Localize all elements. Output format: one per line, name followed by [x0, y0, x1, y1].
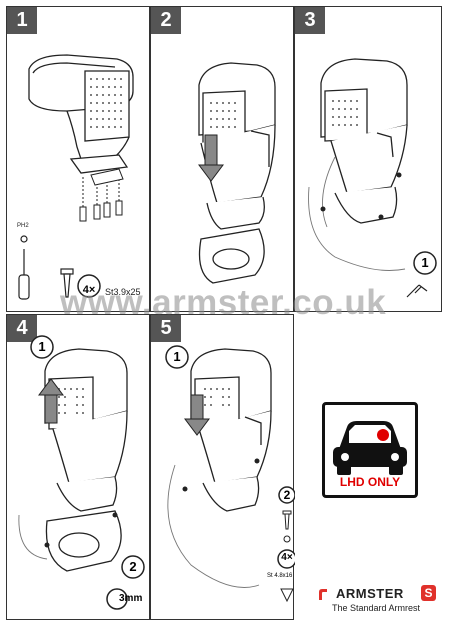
step-5-panel: 5 1 2 4× St — [150, 314, 295, 620]
gap-label: 3mm — [119, 593, 143, 604]
step-4-panel: 4 1 2 3mm — [6, 314, 150, 620]
screwdriver-small-icon — [406, 284, 428, 298]
down-arrow-icon — [184, 394, 210, 436]
screwdriver-icon — [18, 235, 30, 300]
step-1-panel: 1 — [6, 6, 150, 312]
armster-logo-icon — [319, 589, 327, 600]
exploded-screws — [79, 168, 124, 222]
driver-position-dot — [377, 429, 389, 441]
step-1-number: 1 — [7, 7, 37, 34]
step-3-number: 3 — [295, 7, 325, 34]
brand-tagline: The Standard Armrest — [332, 603, 421, 613]
step-4-callout-1: 1 — [38, 339, 46, 354]
step-5-callout-2: 2 — [283, 488, 291, 502]
website-watermark: www.armster.co.uk — [60, 283, 387, 322]
armrest-push-illustration — [198, 62, 276, 284]
down-arrow-icon — [198, 134, 224, 182]
step-3-callout: 1 — [421, 255, 429, 270]
lhd-only-badge: LHD ONLY — [322, 402, 418, 498]
tunnel-outline — [308, 156, 406, 271]
step-5-number: 5 — [151, 315, 181, 342]
armrest-exploded-illustration — [18, 54, 134, 300]
armrest-install-illustration — [308, 58, 437, 298]
armster-brand: ARMSTER S The Standard Armrest — [318, 585, 448, 616]
armrest-lift-illustration — [18, 335, 145, 610]
step-4-number: 4 — [7, 315, 37, 342]
screw-spec: St3.9x25 — [105, 287, 141, 297]
lhd-only-text: LHD ONLY — [339, 475, 401, 489]
brand-s-badge: S — [421, 585, 436, 601]
screw-count: 4× — [82, 284, 96, 296]
step-3-panel: 3 1 — [294, 6, 442, 312]
car-front-icon — [333, 421, 407, 475]
screw-icon — [60, 268, 74, 298]
screw-icon — [280, 510, 294, 603]
step-5-screw-spec: St 4.8x16 — [267, 573, 293, 579]
step-5-callout-1: 1 — [173, 349, 181, 364]
step-2-panel: 2 — [150, 6, 294, 312]
pad-dots — [90, 78, 122, 128]
step-5-screw-count: 4× — [281, 552, 293, 563]
step-2-number: 2 — [151, 7, 181, 34]
up-arrow-icon — [38, 378, 64, 424]
brand-name: ARMSTER — [336, 586, 404, 601]
armrest-lower-illustration — [165, 345, 295, 603]
tool-label: PH2 — [17, 223, 29, 229]
step-4-callout-2: 2 — [129, 559, 137, 574]
